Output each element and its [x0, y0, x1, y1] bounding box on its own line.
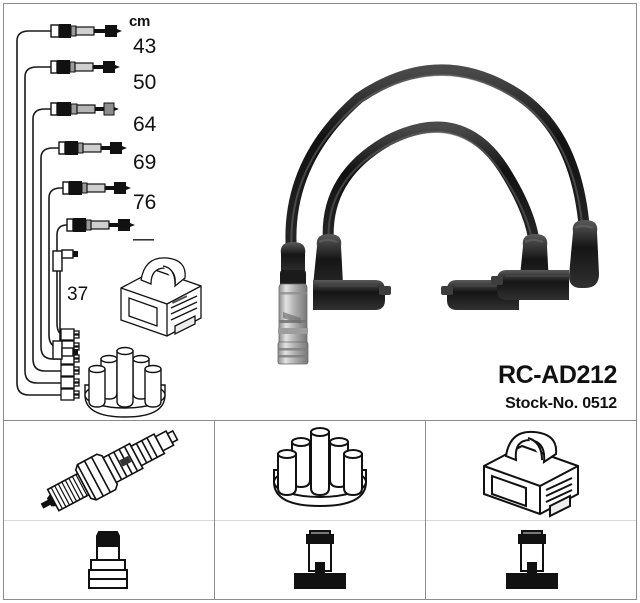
distributor-cap-schematic	[84, 346, 166, 418]
distributor-cap-icon	[273, 426, 367, 507]
cable-terminal-assembly	[50, 60, 120, 74]
cable-inner	[322, 121, 541, 260]
plug-boot-connector	[313, 234, 391, 310]
coil-lead-schematic	[52, 249, 78, 360]
legend-cell-ignition-coil	[426, 421, 638, 600]
length-value-4: 69	[133, 151, 157, 174]
cable-terminal-assembly	[66, 218, 135, 232]
length-table: cm 43 50 64 69 76 —	[3, 3, 203, 273]
length-value-6: —	[133, 227, 154, 250]
legend-lower-slot	[426, 521, 637, 600]
legend-cell-distributor-cap	[214, 421, 427, 600]
ignition-coil-schematic	[120, 257, 202, 337]
coil-lead-length-label: 37	[67, 284, 89, 305]
cable-harness-schematic	[16, 24, 135, 401]
angled-connector-icon	[52, 340, 78, 360]
spark-plug-icon	[40, 429, 179, 512]
length-value-2: 50	[133, 71, 157, 94]
main-diagram-panel: cm 43 50 64 69 76 — 37	[3, 3, 637, 421]
legend-cell-spark-plug	[3, 421, 215, 600]
angled-connector-icon	[52, 249, 78, 272]
straight-terminal-icon	[294, 529, 346, 589]
straight-terminal-icon	[505, 529, 558, 589]
product-code: RC-AD212	[497, 361, 617, 389]
cable-terminal-assembly	[58, 141, 127, 155]
coil-terminal-connector	[277, 242, 309, 365]
stock-number: Stock-No. 0512	[505, 395, 617, 412]
legend-upper-slot	[214, 421, 426, 521]
ignition-cable-photo	[277, 64, 599, 365]
cable-outer	[285, 64, 591, 272]
legend-lower-slot	[215, 521, 426, 600]
length-value-1: 43	[133, 35, 157, 58]
cable-terminal-assembly	[62, 181, 131, 195]
length-value-3: 64	[133, 113, 157, 136]
cable-terminal-assembly	[50, 102, 119, 116]
cable-terminal-assembly	[50, 24, 122, 38]
legend-panel	[3, 421, 638, 600]
straight-boot-icon	[88, 530, 129, 589]
ignition-coil-icon	[482, 430, 579, 518]
legend-upper-slot	[426, 421, 638, 521]
length-value-5: 76	[133, 191, 157, 214]
plug-boot-connector	[491, 220, 599, 300]
legend-lower-slot	[3, 521, 214, 600]
legend-upper-slot	[3, 421, 214, 521]
unit-header: cm	[129, 13, 151, 30]
harness-end-terminals	[60, 328, 80, 401]
